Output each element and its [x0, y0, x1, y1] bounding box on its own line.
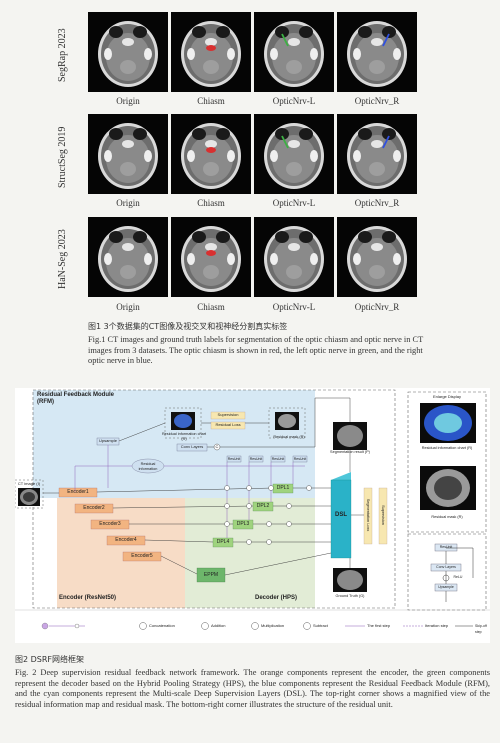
encoder-region — [57, 498, 185, 608]
ct-slice-r1-c3 — [254, 12, 334, 92]
resunit-2: ResUnit — [249, 457, 263, 461]
encoder-4: Encoder4 — [115, 537, 137, 543]
col-label-origin-3: Origin — [116, 302, 140, 312]
row-label-3: HaN-Seg 2023 — [57, 229, 68, 289]
col-label-chiasm-2: Chiasm — [197, 198, 225, 208]
enlarge-panel — [407, 391, 487, 533]
conv-layers: Conv Layers — [180, 444, 204, 449]
col-label-optic-l-2: OpticNrv-L — [272, 198, 316, 208]
dpl-2: DPL2 — [256, 503, 270, 509]
upsample: Upsample — [98, 438, 117, 443]
supervision-label: Supervision — [381, 505, 385, 525]
relu-label: ReLU — [453, 575, 463, 579]
residual-information: Residual information — [138, 462, 158, 471]
ct-slice-r1-c2 — [171, 12, 251, 92]
ct-slice-r2-c2 — [171, 114, 251, 194]
dsl: DSL — [335, 512, 347, 518]
resunit-detail: ResUnit — [439, 545, 453, 549]
encoder-1: Encoder1 — [67, 489, 89, 495]
ground-truth-label: Ground Truth (G) — [335, 594, 365, 598]
legend-concatenation: Concatenation — [149, 623, 175, 628]
col-label-optic-r-3: OpticNrv_R — [354, 302, 400, 312]
ct-slice-r3-c1 — [88, 217, 168, 297]
decoder-title: Decoder (HPS) — [255, 595, 298, 601]
row-label-2: StructSeg 2019 — [57, 126, 68, 188]
enlarge-display-label: Enlarge Display — [432, 394, 461, 399]
ct-image-label: CT image (I) — [17, 481, 41, 486]
ct-slice-r3-c4 — [337, 217, 417, 297]
ct-slice-r3-c3 — [254, 217, 334, 297]
encoder-title: Encoder (ResNet50) — [59, 595, 117, 601]
encoder-2: Encoder2 — [83, 505, 105, 511]
legend-addition: Addition — [211, 623, 226, 628]
seg-loss-label: Segmentation Loss — [366, 498, 370, 532]
ct-slice-r1-c4 — [337, 12, 417, 92]
legend-skip-off-step: Skip-off step — [475, 624, 487, 634]
figure-2-caption-zh: 图2 DSRF网络框架 — [15, 655, 85, 664]
residual-mask-label: Residual mask (R) — [273, 435, 305, 439]
col-label-origin-2: Origin — [116, 198, 140, 208]
resunit-1: ResUnit — [227, 457, 241, 461]
legend-first-step: The first step — [367, 623, 391, 628]
supervision-box: Supervision — [217, 412, 239, 417]
figure-2-caption-en: Fig. 2 Deep supervision residual feedbac… — [15, 668, 490, 709]
ct-slice-r2-c4 — [337, 114, 417, 194]
legend-subtract: Subtract — [313, 623, 328, 628]
decoder-region — [185, 498, 315, 608]
encoder-3: Encoder3 — [99, 521, 121, 527]
col-label-chiasm-3: Chiasm — [197, 302, 225, 312]
resunit-4: ResUnit — [293, 457, 307, 461]
rfm-region — [33, 390, 315, 498]
resunit-upsample: Upsample — [438, 585, 454, 589]
dpl-4: DPL4 — [216, 539, 230, 545]
residual-chart-label: Residual information chart (R) — [161, 432, 207, 441]
col-label-optic-l: OpticNrv-L — [272, 96, 316, 106]
enlarged-mask-label: Residual mask (R) — [431, 515, 463, 519]
enlarged-chart-label: Residual information chart (R) — [421, 446, 473, 450]
eppm: EPPM — [203, 572, 219, 578]
ct-slice-r3-c2 — [171, 217, 251, 297]
dpl-3: DPL3 — [236, 521, 250, 527]
col-label-optic-r-2: OpticNrv_R — [354, 198, 400, 208]
legend-iteration-step: Iteration step — [425, 623, 449, 628]
concat-symbol: C — [215, 444, 219, 449]
ct-slice-r2-c1 — [88, 114, 168, 194]
residual-loss-box: Residual Loss — [215, 422, 241, 427]
col-label-origin: Origin — [116, 96, 140, 106]
encoder-5: Encoder5 — [131, 553, 153, 559]
framework-diagram — [15, 389, 490, 630]
figure-2: Residual Feedback Module (RFM) Encoder (… — [15, 388, 490, 643]
ct-slice-r2-c3 — [254, 114, 334, 194]
seg-result-label: Segmentation result (P) — [330, 450, 370, 454]
figure-1-caption-zh: 图1 3个数据集的CT图像及视交叉和视神经分割真实标签 — [88, 322, 288, 331]
row-label-1: SegRap 2023 — [57, 28, 68, 82]
resunit-3: ResUnit — [271, 457, 285, 461]
legend-multiplication: Multiplication — [261, 623, 285, 628]
rfm-title: Residual Feedback Module (RFM) — [37, 392, 115, 405]
figure-1-caption-en: Fig.1 CT images and ground truth labels … — [88, 335, 424, 365]
resunit-conv: Conv Layers — [436, 565, 456, 569]
dpl-1: DPL1 — [276, 485, 290, 491]
ct-slice-r1-c1 — [88, 12, 168, 92]
col-label-optic-r: OpticNrv_R — [354, 96, 400, 106]
col-label-chiasm: Chiasm — [197, 96, 225, 106]
col-label-optic-l-3: OpticNrv-L — [272, 302, 316, 312]
